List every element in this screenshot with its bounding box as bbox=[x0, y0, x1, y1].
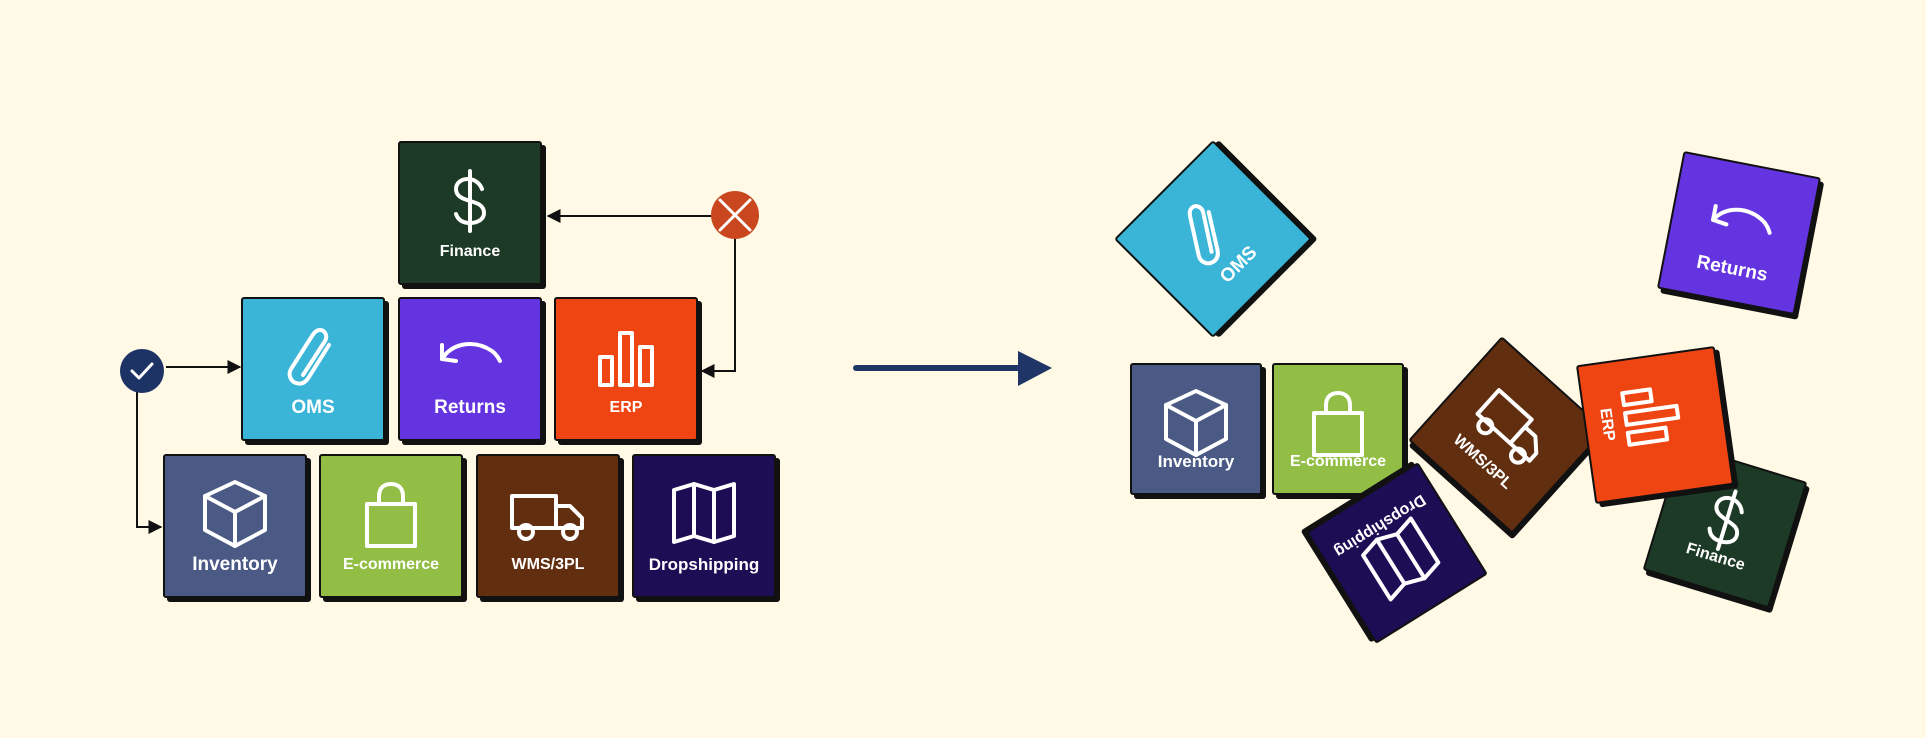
scattered-erp-block: ERP bbox=[1575, 345, 1735, 505]
dropshipping-label: Dropshipping bbox=[648, 555, 760, 574]
scattered-ecommerce-label: E-commerce bbox=[1289, 453, 1387, 470]
scattered-wms-block: WMS/3PL bbox=[1408, 336, 1606, 534]
finance-block: Finance bbox=[398, 141, 542, 285]
erp-label: ERP bbox=[609, 399, 643, 416]
paperclip-icon bbox=[287, 328, 331, 386]
scattered-oms-block: OMS bbox=[1114, 140, 1312, 338]
box-icon bbox=[1164, 389, 1228, 457]
transformation-arrowhead bbox=[1018, 351, 1052, 386]
ecommerce-label: E-commerce bbox=[342, 556, 440, 573]
scattered-ecommerce-block: E-commerce bbox=[1272, 363, 1404, 495]
bar-chart-icon bbox=[1620, 387, 1681, 447]
scattered-inventory-label: Inventory bbox=[1157, 452, 1235, 471]
inventory-label: Inventory bbox=[192, 554, 278, 575]
return-arrow-icon bbox=[440, 342, 502, 363]
ecommerce-block: E-commerce bbox=[319, 454, 463, 598]
scattered-dropshipping-block: Dropshipping bbox=[1306, 462, 1488, 644]
dollar-icon bbox=[1707, 489, 1744, 551]
shopping-bag-icon bbox=[365, 482, 417, 548]
scattered-inventory-block: Inventory bbox=[1130, 363, 1262, 495]
dropshipping-block: Dropshipping bbox=[632, 454, 776, 598]
erp-block: ERP bbox=[554, 297, 698, 441]
returns-block: Returns bbox=[398, 297, 542, 441]
inventory-block: Inventory bbox=[163, 454, 307, 598]
return-arrow-icon bbox=[1711, 204, 1772, 235]
scattered-finance-block: Finance bbox=[1642, 443, 1808, 609]
oms-label: OMS bbox=[291, 397, 335, 418]
check-icon bbox=[120, 349, 164, 393]
paperclip-icon bbox=[1187, 204, 1220, 266]
wms-label: WMS/3PL bbox=[511, 556, 585, 573]
returns-label: Returns bbox=[434, 397, 506, 418]
error-status-badge bbox=[710, 190, 760, 240]
map-icon bbox=[1361, 516, 1441, 602]
connector-check-to-inventory bbox=[136, 390, 163, 534]
check-status-badge bbox=[119, 348, 165, 394]
oms-block: OMS bbox=[241, 297, 385, 441]
scattered-returns-block: Returns bbox=[1656, 150, 1822, 316]
dollar-icon bbox=[454, 169, 486, 233]
map-icon bbox=[672, 482, 736, 544]
box-icon bbox=[203, 480, 267, 548]
connector-error-to-erp bbox=[700, 238, 736, 378]
truck-icon bbox=[1475, 388, 1539, 465]
finance-label: Finance bbox=[439, 243, 501, 260]
shopping-bag-icon bbox=[1312, 391, 1364, 457]
bar-chart-icon bbox=[598, 331, 654, 387]
truck-icon bbox=[510, 494, 584, 541]
x-icon bbox=[711, 191, 759, 239]
wms-block: WMS/3PL bbox=[476, 454, 620, 598]
